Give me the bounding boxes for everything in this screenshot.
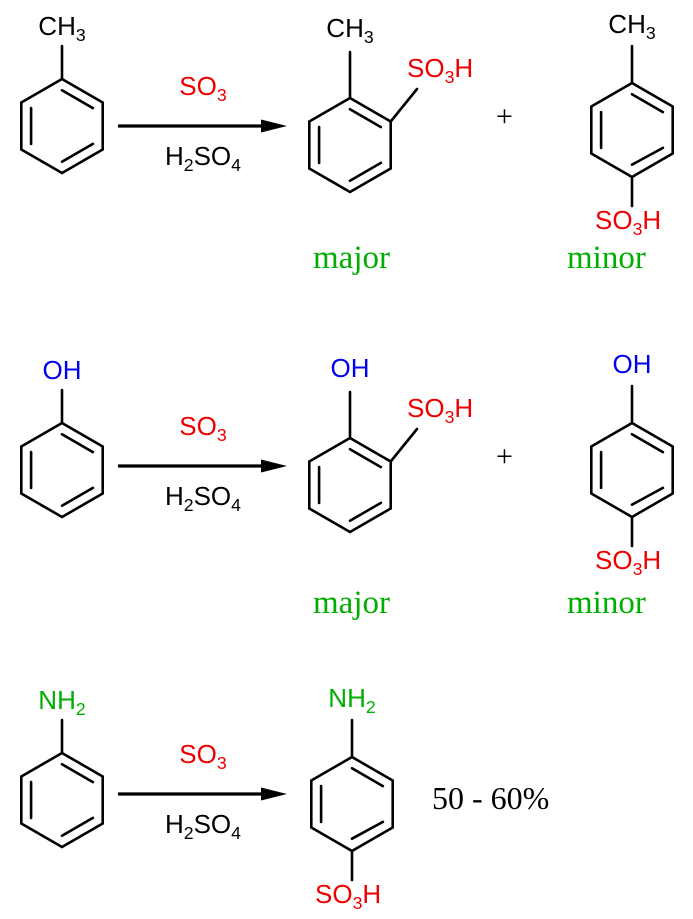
benzene-ring — [589, 384, 674, 548]
para-toluenesulfonic-acid-structure: CH3 SO3H — [565, 8, 693, 240]
yield-label: 50 - 60% — [432, 780, 550, 816]
phenol-structure: OH — [2, 352, 122, 527]
so3-reagent-label: SO3 — [179, 739, 227, 774]
benzene-ring — [19, 44, 104, 175]
methyl-label: CH3 — [38, 11, 86, 46]
amino-label: NH2 — [38, 685, 86, 720]
so3-reagent-label: SO3 — [179, 411, 227, 446]
reaction-arrow — [118, 459, 287, 473]
para-phenolsulfonic-acid-structure: OH SO3H — [565, 348, 693, 580]
plus-sign: + — [496, 100, 513, 133]
sulfonic-acid-label: SO3H — [407, 393, 474, 428]
hydroxyl-label: OH — [42, 355, 82, 385]
h2so4-label: H2SO4 — [164, 809, 242, 844]
methyl-label: CH3 — [326, 13, 374, 48]
benzene-ring — [19, 718, 104, 849]
ortho-toluenesulfonic-acid-structure: CH3 SO3H — [295, 10, 510, 205]
benzene-ring — [309, 718, 394, 882]
major-label: major — [313, 240, 390, 276]
amino-label: NH2 — [328, 683, 376, 718]
major-label: major — [313, 585, 390, 621]
reaction-conditions-1: SO3 H2SO4 — [118, 71, 288, 177]
benzene-ring — [19, 388, 104, 519]
h2so4-label: H2SO4 — [164, 481, 242, 516]
h2so4-label: H2SO4 — [164, 141, 242, 176]
plus-sign: + — [496, 440, 513, 473]
reaction-arrow — [118, 787, 287, 801]
benzene-ring — [589, 44, 674, 208]
sulfonic-acid-label: SO3H — [407, 53, 474, 88]
reaction-conditions-3: SO3 H2SO4 — [118, 739, 288, 845]
sulfanilic-acid-structure: NH2 SO3H — [285, 682, 415, 914]
reaction-arrow — [118, 119, 287, 133]
so3-reagent-label: SO3 — [179, 71, 227, 106]
minor-label: minor — [567, 585, 646, 621]
sulfonic-acid-label: SO3H — [315, 879, 382, 914]
aniline-structure: NH2 — [2, 682, 122, 857]
benzene-ring — [308, 390, 419, 534]
methyl-label: CH3 — [608, 9, 656, 44]
benzene-ring — [308, 50, 419, 194]
toluene-structure: CH3 — [2, 8, 122, 183]
minor-label: minor — [567, 240, 646, 276]
sulfonic-acid-label: SO3H — [595, 205, 662, 240]
hydroxyl-label: OH — [612, 349, 652, 379]
hydroxyl-label: OH — [330, 353, 370, 383]
reaction-conditions-2: SO3 H2SO4 — [118, 411, 288, 517]
ortho-phenolsulfonic-acid-structure: OH SO3H — [295, 350, 510, 545]
sulfonic-acid-label: SO3H — [595, 545, 662, 580]
